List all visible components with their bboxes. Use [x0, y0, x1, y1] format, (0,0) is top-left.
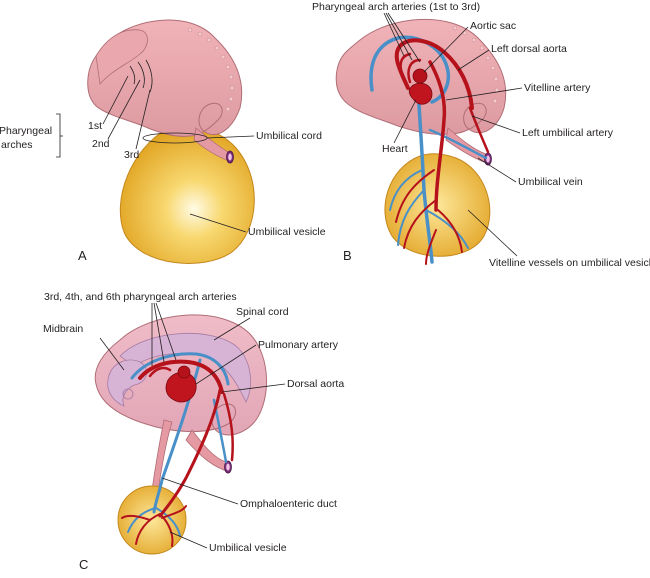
- label-vitelline-artery: Vitelline artery: [524, 82, 591, 94]
- panel-b-arteries: [394, 38, 490, 265]
- label-arch-1st: 1st: [88, 120, 102, 132]
- panel-b-labels: B Pharyngeal arch arteries (1st to 3rd) …: [312, 1, 650, 269]
- panel-b-somites: [452, 25, 500, 104]
- label-umbilical-vesicle-c: Umbilical vesicle: [209, 542, 287, 554]
- panel-c-letter: C: [79, 557, 88, 572]
- label-arch-3rd: 3rd: [124, 149, 139, 161]
- panel-b-heart: [408, 82, 433, 105]
- panel-b-letter: B: [343, 248, 352, 263]
- label-umbilical-vesicle-a: Umbilical vesicle: [248, 226, 326, 238]
- panel-c-drawing: [94, 314, 267, 555]
- label-umbilical-vein: Umbilical vein: [518, 176, 583, 188]
- label-spinal-cord: Spinal cord: [236, 306, 289, 318]
- panel-a-somites: [187, 27, 235, 112]
- panel-c-labels: C 3rd, 4th, and 6th pharyngeal arch arte…: [43, 291, 344, 572]
- label-left-umbilical-artery: Left umbilical artery: [522, 127, 614, 139]
- panel-a-labels: A Pharyngeal arches 1st 2nd 3rd Umbilica…: [0, 75, 326, 263]
- panel-a-drawing: [87, 19, 255, 264]
- label-omphaloenteric-duct: Omphaloenteric duct: [240, 498, 337, 510]
- label-pharyngeal-arch-arteries: Pharyngeal arch arteries (1st to 3rd): [312, 1, 480, 13]
- label-midbrain: Midbrain: [43, 323, 83, 335]
- panel-b-drawing: [335, 19, 507, 265]
- label-dorsal-aorta: Dorsal aorta: [287, 378, 344, 390]
- label-left-dorsal-aorta: Left dorsal aorta: [491, 43, 567, 55]
- label-pulmonary-artery: Pulmonary artery: [258, 339, 339, 351]
- panel-b-veins: [369, 35, 488, 264]
- panel-a-umbilical-vesicle-shape: [119, 126, 255, 264]
- label-pharyngeal: Pharyngeal: [0, 125, 52, 137]
- label-aortic-sac: Aortic sac: [470, 20, 516, 32]
- label-arches: arches: [1, 139, 33, 151]
- label-heart: Heart: [382, 143, 408, 155]
- label-umbilical-cord-a: Umbilical cord: [256, 130, 322, 142]
- label-arch-arteries-c: 3rd, 4th, and 6th pharyngeal arch arteri…: [44, 291, 237, 303]
- panel-a-embryo-body: [87, 19, 243, 137]
- panel-a-letter: A: [78, 248, 87, 263]
- panel-a-head: [95, 29, 148, 85]
- panel-c-arteries: [121, 359, 234, 547]
- label-arch-2nd: 2nd: [92, 138, 110, 150]
- label-vitelline-vessels: Vitelline vessels on umbilical vesicle: [489, 257, 650, 269]
